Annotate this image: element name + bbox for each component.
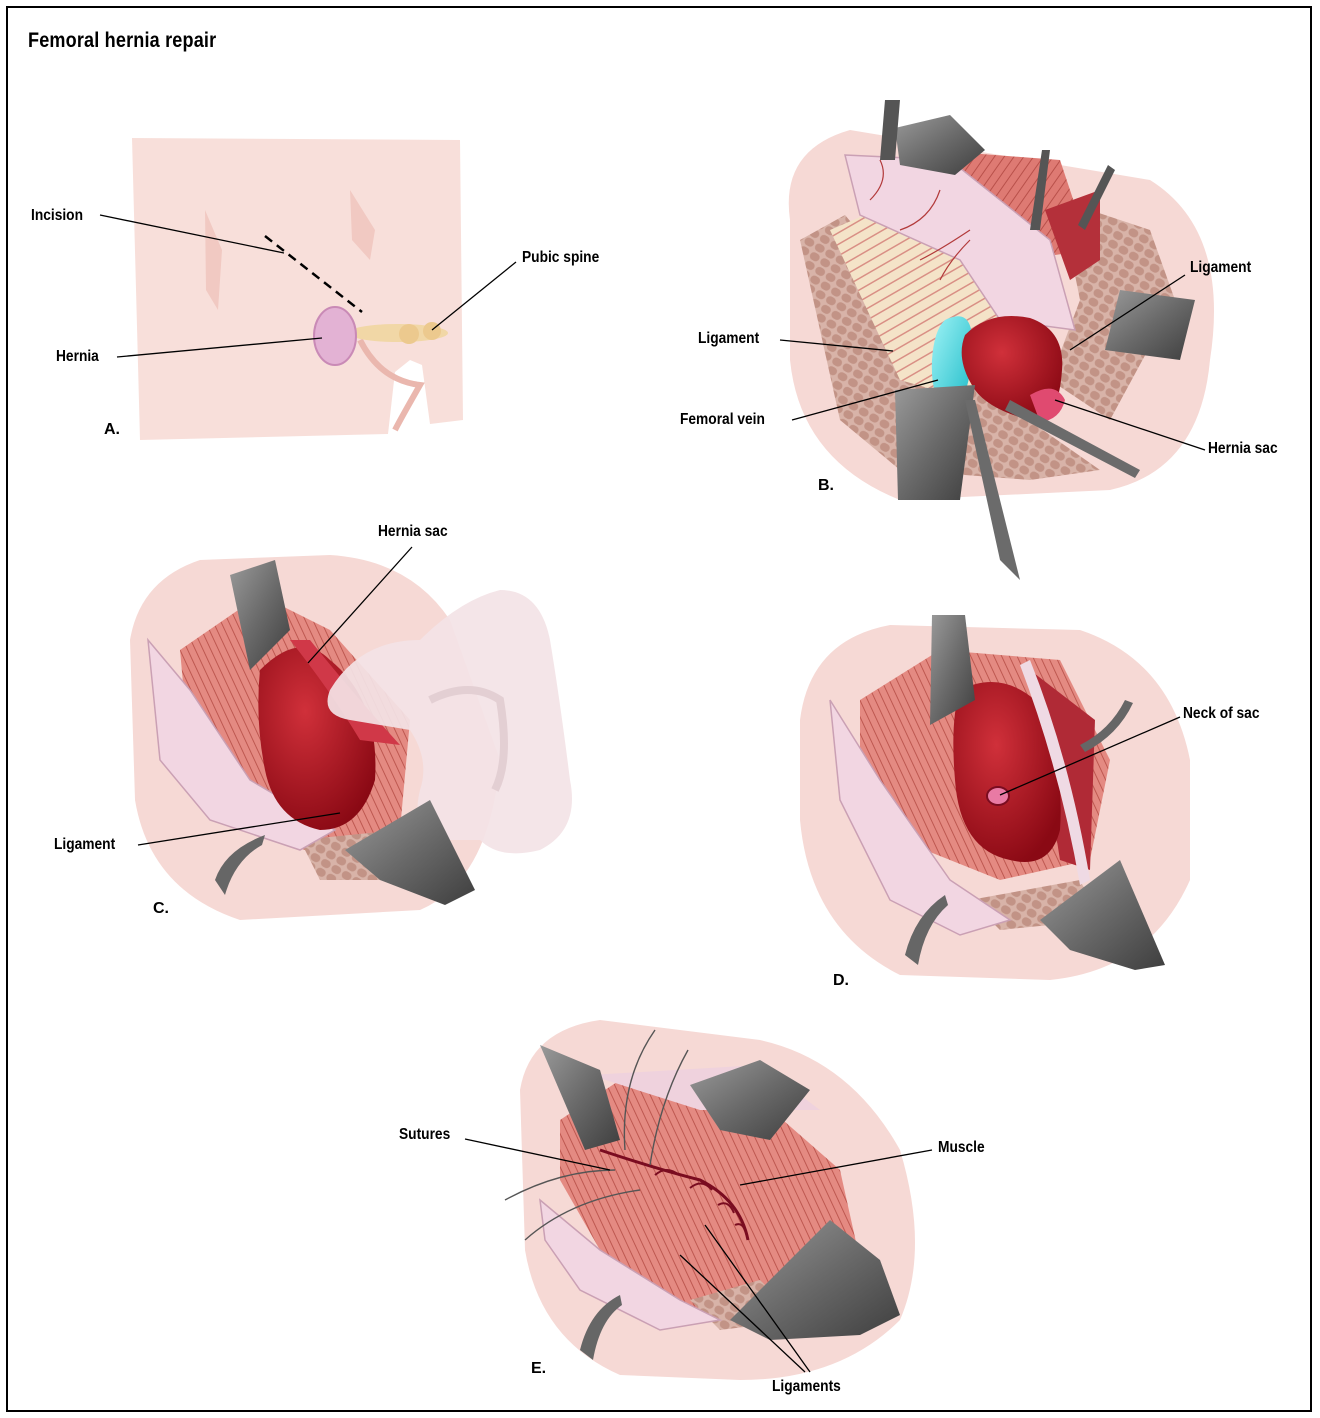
panel-a-illustration — [100, 138, 516, 440]
panel-letter-c: C. — [153, 900, 169, 918]
panel-b-retractor-right — [1105, 290, 1195, 360]
label-hernia-sac-c: Hernia sac — [378, 523, 448, 541]
neck-of-sac-opening — [987, 787, 1009, 805]
panel-d-illustration — [800, 615, 1190, 980]
label-femoral-vein: Femoral vein — [680, 411, 765, 429]
label-incision: Incision — [31, 207, 83, 225]
label-neck-of-sac: Neck of sac — [1183, 705, 1259, 723]
panel-e-illustration — [465, 1020, 932, 1380]
label-sutures: Sutures — [399, 1126, 450, 1144]
hernia-bulge — [314, 307, 356, 365]
label-ligament-b-left: Ligament — [698, 330, 759, 348]
panel-letter-a: A. — [104, 421, 120, 439]
label-ligaments: Ligaments — [772, 1378, 841, 1396]
panel-b-illustration — [780, 100, 1214, 580]
label-muscle: Muscle — [938, 1139, 985, 1157]
panel-c-illustration — [130, 547, 572, 920]
panel-letter-e: E. — [531, 1360, 546, 1378]
panel-letter-d: D. — [833, 972, 849, 990]
label-hernia-sac-b: Hernia sac — [1208, 440, 1278, 458]
label-ligament-b-right: Ligament — [1190, 259, 1251, 277]
label-pubic-spine: Pubic spine — [522, 249, 599, 267]
label-ligament-c: Ligament — [54, 836, 115, 854]
label-hernia: Hernia — [56, 348, 99, 366]
panel-letter-b: B. — [818, 477, 834, 495]
